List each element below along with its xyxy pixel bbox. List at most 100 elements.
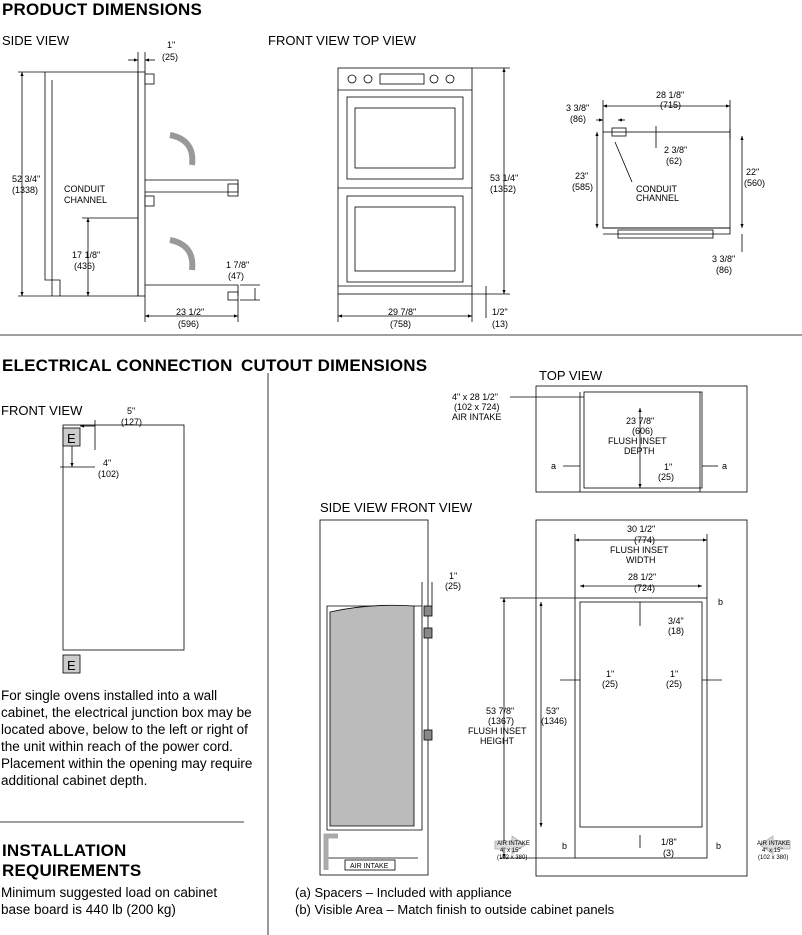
cut-spacer-a-right: a [722,461,727,471]
cut-visible-b-left: b [562,841,567,851]
cutout-side-drawing [319,519,433,876]
cut-side-gap-mm: (25) [445,581,461,591]
cut-air-1: 4" x 28 1/2" [452,392,498,402]
top-inner-in: 2 3/8" [664,145,687,155]
side-view-drawing [18,52,260,322]
side-conduit-height-in: 17 1/8" [72,250,100,260]
cutout-dimensions-heading: CUTOUT DIMENSIONS [241,356,428,375]
cut-air-2: (102 x 724) [454,402,500,412]
front-height-mm: (1352) [490,184,516,194]
top-depth-left-in: 23" [575,171,588,181]
cut-bottom-in: 1/8" [661,837,677,847]
side-depth-in: 23 1/2" [176,307,204,317]
cut-gap-in: 1" [664,462,672,472]
side-height-in: 52 3/4" [12,174,40,184]
cut-width-outer-l2: WIDTH [626,555,656,565]
elec-top-mm: (127) [121,417,142,427]
cut-bottom-mm: (3) [663,848,674,858]
cut-gap-mm: (25) [658,472,674,482]
front-top-view-label: FRONT VIEW TOP VIEW [268,33,416,48]
side-door-in: 1 7/8" [226,260,249,270]
cut-height-outer-in: 53 7/8" [486,706,514,716]
side-topgap-in: 1" [167,40,175,50]
cut-airintake-right-1: AIR INTAKE [757,841,790,847]
electrical-drawing [60,420,185,674]
cut-spacer-a-left: a [551,461,556,471]
cut-depth-l1: FLUSH INSET [608,436,667,446]
elec-e-top: E [67,431,76,446]
front-width-in: 29 7/8" [388,307,416,317]
top-conduit-2: CHANNEL [636,193,679,203]
elec-front-view-label: FRONT VIEW [1,403,83,418]
top-left-mm: (86) [570,114,586,124]
side-conduit-height-mm: (436) [74,261,95,271]
cut-air-3: AIR INTAKE [452,412,501,422]
elec-side-in: 4" [103,458,111,468]
top-conduit-1: CONDUIT [636,184,677,194]
top-depth-right-mm: (560) [744,178,765,188]
electrical-connection-heading: ELECTRICAL CONNECTION [2,356,233,375]
cut-visible-b-right: b [716,841,721,851]
note-spacers: (a) Spacers – Included with appliance [295,885,512,900]
cut-airintake-left-3: (102 x 380) [497,855,527,861]
cut-left-mm: (25) [602,679,618,689]
cut-left-in: 1" [606,669,614,679]
cutout-front-drawing [494,519,791,877]
cut-width-inner-in: 28 1/2" [628,572,656,582]
cut-depth-l2: DEPTH [624,446,655,456]
cut-height-outer-l2: HEIGHT [480,736,515,746]
cut-airintake-right-3: (102 x 380) [758,855,788,861]
note-visible-area: (b) Visible Area – Match finish to outsi… [295,902,615,917]
elec-top-in: 5" [127,406,135,416]
cut-width-outer-l1: FLUSH INSET [610,545,669,555]
cut-airintake-left-1: AIR INTAKE [497,841,530,847]
top-bottom-in: 3 3/8" [712,254,735,264]
installation-heading-line2: REQUIREMENTS [2,861,142,880]
cut-right-mm: (25) [666,679,682,689]
top-depth-right-in: 22" [746,167,759,177]
top-width-mm: (715) [660,100,681,110]
cut-width-outer-mm: (774) [634,535,655,545]
front-view-drawing [337,67,510,322]
front-bottom-in: 1/2" [492,307,508,317]
side-view-label: SIDE VIEW [2,33,70,48]
top-left-in: 3 3/8" [566,103,589,113]
front-bottom-mm: (13) [492,319,508,329]
side-topgap-mm: (25) [162,52,178,62]
side-conduit-2: CHANNEL [64,195,107,205]
cut-top-inset-in: 3/4" [668,616,684,626]
cut-height-outer-l1: FLUSH INSET [468,726,527,736]
cut-depth-in: 23 7/8" [626,416,654,426]
top-depth-left-mm: (585) [572,182,593,192]
cut-airintake-left-2: 4" x 15" [500,848,521,854]
cutout-top-drawing [510,385,748,493]
cut-airintake-right-2: 4" x 15" [762,848,783,854]
cut-height-outer-mm: (1367) [488,716,514,726]
front-width-mm: (758) [390,319,411,329]
cut-side-air-intake: AIR INTAKE [350,863,389,870]
cutout-top-view-label: TOP VIEW [539,368,603,383]
top-inner-mm: (62) [666,156,682,166]
top-view-drawing [595,100,744,252]
product-dimensions-heading: PRODUCT DIMENSIONS [2,0,203,19]
cut-right-in: 1" [670,669,678,679]
cut-side-gap-in: 1" [449,571,457,581]
electrical-description: For single ovens installed into a wall c… [1,688,253,788]
cut-width-outer-in: 30 1/2" [627,524,655,534]
elec-e-bottom: E [67,658,76,673]
side-depth-mm: (596) [178,319,199,329]
cut-width-inner-mm: (724) [634,583,655,593]
cut-visible-b-top: b [718,597,723,607]
cut-height-inner-mm: (1346) [541,716,567,726]
front-height-in: 53 1/4" [490,173,518,183]
top-bottom-mm: (86) [716,265,732,275]
side-conduit-1: CONDUIT [64,184,105,194]
installation-heading-line1: INSTALLATION [2,841,127,860]
cut-depth-mm: (606) [632,426,653,436]
elec-side-mm: (102) [98,469,119,479]
side-height-mm: (1338) [12,185,38,195]
side-door-mm: (47) [228,271,244,281]
cut-height-inner-in: 53" [546,706,559,716]
installation-description: Minimum suggested load on cabinet base b… [1,885,218,917]
